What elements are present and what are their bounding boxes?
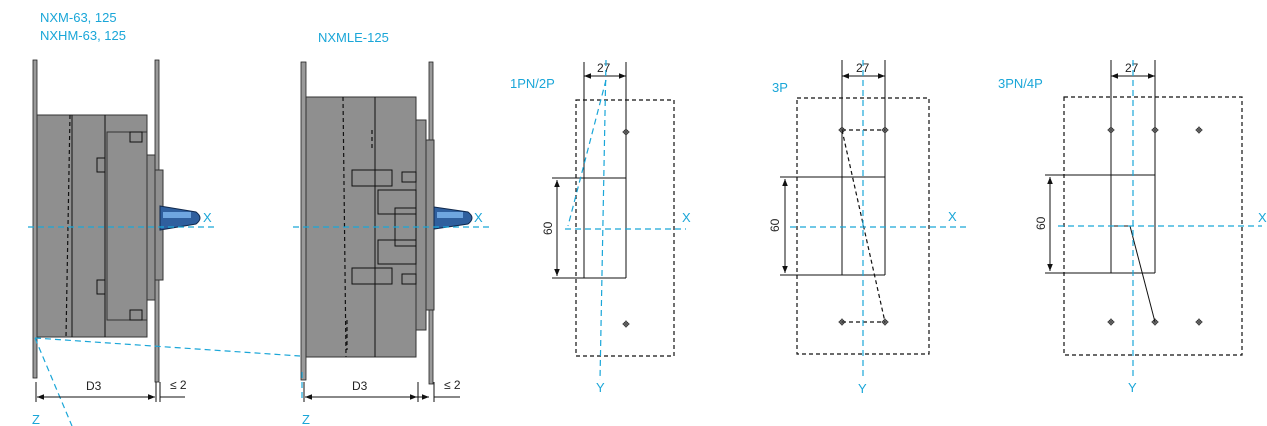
side-view-2-title: NXMLE-125: [318, 30, 389, 45]
front-panel: [300, 61, 307, 381]
front-view-1-axis-y: Y: [596, 380, 605, 395]
side-view-2-dim-depth: D3: [352, 379, 368, 393]
side-view-2-dim-gap: ≤ 2: [444, 378, 461, 392]
cutout-outline: [575, 99, 675, 357]
front-view-1pn-2p: 1PN/2P 27 60 X Y: [510, 59, 691, 395]
front-view-3-axis-x: X: [1258, 210, 1267, 225]
cutout-outline: [796, 97, 930, 355]
rotary-handle: [433, 206, 473, 230]
front-view-3-axis-y: Y: [1128, 380, 1137, 395]
side-view-1-title-line2: NXHM-63, 125: [40, 28, 126, 43]
side-view-2: NXMLE-125 X Z D: [293, 30, 490, 426]
side-view-1-dim-gap: ≤ 2: [170, 378, 187, 392]
front-view-3p: 3P 27 60 X Y: [768, 60, 968, 396]
front-view-2-axis-y: Y: [858, 381, 867, 396]
side-view-1: NXM-63, 125 NXHM-63, 125 X: [28, 10, 301, 426]
front-view-1-label: 1PN/2P: [510, 76, 555, 91]
breaker-body: [36, 114, 164, 338]
side-view-1-axis-z: Z: [32, 412, 40, 426]
y-axis-line: [599, 59, 607, 381]
front-view-1-dim-height: 60: [541, 221, 555, 235]
side-view-1-axis-x: X: [203, 210, 212, 225]
front-view-2-dim-height: 60: [768, 218, 782, 232]
front-view-3-dim-width: 27: [1125, 61, 1139, 75]
z-projection-line: [34, 337, 301, 357]
front-view-1-axis-x: X: [682, 210, 691, 225]
front-view-1-dim-width: 27: [597, 61, 611, 75]
front-panel: [32, 59, 38, 379]
z-axis-line: [34, 337, 73, 426]
front-view-2-label: 3P: [772, 80, 788, 95]
side-view-1-dim-depth: D3: [86, 379, 102, 393]
side-view-2-axis-z: Z: [302, 412, 310, 426]
front-view-2-dim-width: 27: [856, 61, 870, 75]
side-view-1-title-line1: NXM-63, 125: [40, 10, 117, 25]
front-view-3-label: 3PN/4P: [998, 76, 1043, 91]
rotary-handle: [159, 205, 201, 231]
front-view-2-axis-x: X: [948, 209, 957, 224]
front-view-3-dim-height: 60: [1034, 216, 1048, 230]
front-view-3pn-4p: 3PN/4P 27 60 X Y: [998, 60, 1267, 395]
side-view-2-axis-x: X: [474, 210, 483, 225]
